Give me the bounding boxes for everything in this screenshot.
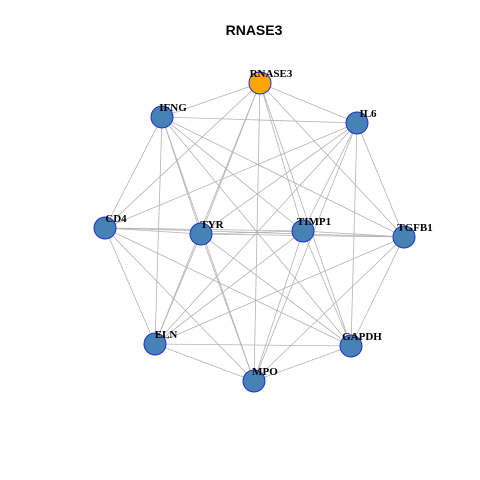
edge-ifng-cd4: [104, 116, 163, 229]
edge-rnase3-ifng: [161, 82, 261, 118]
edge-timp1-eln: [154, 230, 304, 345]
edge-il6-tgfb1: [356, 122, 405, 238]
edge-tyr-timp1: [200, 230, 304, 235]
node-label-il6: IL6: [359, 108, 377, 120]
node-label-tyr: TYR: [200, 219, 224, 231]
edge-tyr-gapdh: [200, 233, 352, 347]
node-label-tgfb1: TGFB1: [397, 222, 432, 234]
edge-cd4-mpo: [104, 227, 255, 382]
edge-tgfb1-mpo: [253, 236, 405, 382]
edge-eln-mpo: [154, 343, 255, 382]
edge-il6-mpo: [253, 122, 358, 382]
node-ifng[interactable]: [150, 105, 174, 129]
edge-ifng-eln: [154, 116, 163, 345]
edge-rnase3-il6: [259, 82, 358, 124]
node-label-ifng: IFNG: [159, 102, 187, 114]
edge-tgfb1-gapdh: [350, 236, 405, 347]
node-rnase3[interactable]: [248, 71, 272, 95]
node-gapdh[interactable]: [339, 334, 363, 358]
edge-rnase3-eln: [154, 82, 261, 345]
edges-layer: [104, 82, 405, 382]
edge-timp1-gapdh: [302, 230, 352, 347]
edge-cd4-gapdh: [104, 227, 352, 347]
edge-ifng-mpo: [161, 116, 255, 382]
edge-cd4-eln: [104, 227, 156, 345]
edge-rnase3-timp1: [259, 82, 304, 232]
edge-il6-tyr: [200, 122, 358, 235]
node-cd4[interactable]: [93, 216, 117, 240]
node-tyr[interactable]: [189, 222, 213, 246]
edge-tyr-eln: [154, 233, 202, 345]
node-label-cd4: CD4: [105, 213, 127, 225]
node-eln[interactable]: [143, 332, 167, 356]
node-timp1[interactable]: [291, 219, 315, 243]
node-label-mpo: MPO: [252, 366, 278, 378]
node-label-eln: ELN: [155, 329, 178, 341]
node-tgfb1[interactable]: [392, 225, 416, 249]
edge-il6-cd4: [104, 122, 358, 229]
edge-ifng-il6: [161, 116, 358, 124]
edge-ifng-gapdh: [161, 116, 352, 347]
nodes-layer: [93, 71, 416, 393]
edge-gapdh-mpo: [253, 345, 352, 382]
node-il6[interactable]: [345, 111, 369, 135]
edge-rnase3-cd4: [104, 82, 261, 229]
edge-cd4-tyr: [104, 227, 202, 235]
node-mpo[interactable]: [242, 369, 266, 393]
node-label-gapdh: GAPDH: [342, 331, 382, 343]
edge-il6-eln: [154, 122, 358, 345]
edge-rnase3-tgfb1: [259, 82, 405, 238]
edge-il6-timp1: [302, 122, 358, 232]
edge-timp1-mpo: [253, 230, 304, 382]
edge-il6-gapdh: [350, 122, 358, 347]
node-label-timp1: TIMP1: [297, 216, 331, 228]
edge-ifng-tgfb1: [161, 116, 405, 238]
edge-ifng-timp1: [161, 116, 304, 232]
graph-title: RNASE3: [226, 22, 283, 38]
node-label-rnase3: RNASE3: [250, 68, 293, 80]
edge-tyr-mpo: [200, 233, 255, 382]
edge-timp1-tgfb1: [302, 230, 405, 238]
edge-eln-gapdh: [154, 343, 352, 347]
edge-tgfb1-eln: [154, 236, 405, 345]
